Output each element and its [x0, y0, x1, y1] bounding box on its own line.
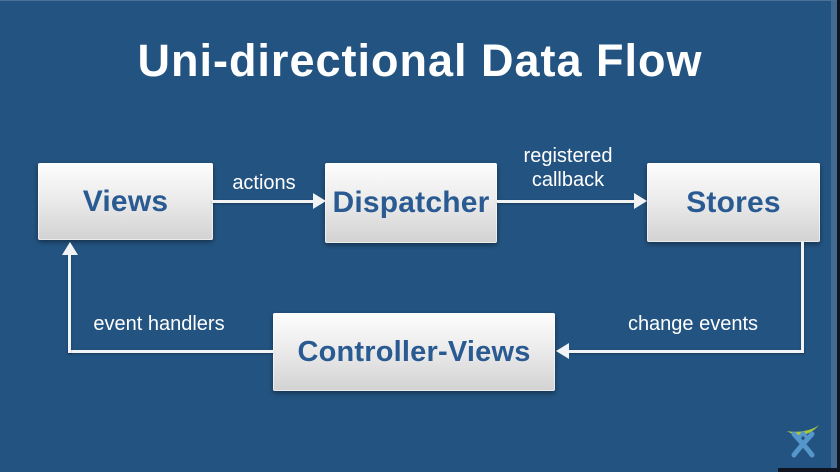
atlassian-logo-icon — [787, 425, 819, 458]
node-dispatcher-label: Dispatcher — [332, 186, 490, 219]
node-stores-label: Stores — [686, 185, 781, 219]
arrow-right-icon — [634, 193, 647, 209]
arrow-stores-to-controller-views-horizontal-line — [569, 350, 804, 353]
arrow-up-icon — [62, 242, 78, 255]
node-stores: Stores — [647, 163, 820, 242]
arrow-dispatcher-to-stores-line — [497, 200, 635, 203]
node-controller-views: Controller-Views — [273, 313, 555, 391]
edge-label-actions: actions — [232, 172, 296, 194]
node-dispatcher: Dispatcher — [325, 163, 497, 243]
bottom-right-dark-edge — [778, 468, 840, 472]
arrow-controller-views-to-views-vertical-line — [68, 254, 71, 353]
edge-label-change-events: change events — [627, 313, 759, 335]
node-views-label: Views — [82, 184, 169, 218]
node-views: Views — [38, 163, 213, 240]
node-controller-views-label: Controller-Views — [297, 335, 531, 368]
arrow-controller-views-to-views-horizontal-line — [68, 350, 273, 353]
top-edge-highlight — [0, 0, 840, 1]
edge-label-registered-callback: registered callback — [523, 145, 613, 191]
edge-label-event-handlers: event handlers — [93, 313, 225, 335]
arrow-views-to-dispatcher-line — [212, 200, 315, 203]
page-title: Uni-directional Data Flow — [137, 35, 703, 86]
arrow-left-icon — [556, 343, 569, 359]
right-edge-strip — [831, 0, 837, 472]
arrow-stores-to-controller-views-vertical-line — [801, 242, 804, 352]
right-dark-edge — [837, 0, 840, 472]
arrow-right-icon — [313, 193, 326, 209]
